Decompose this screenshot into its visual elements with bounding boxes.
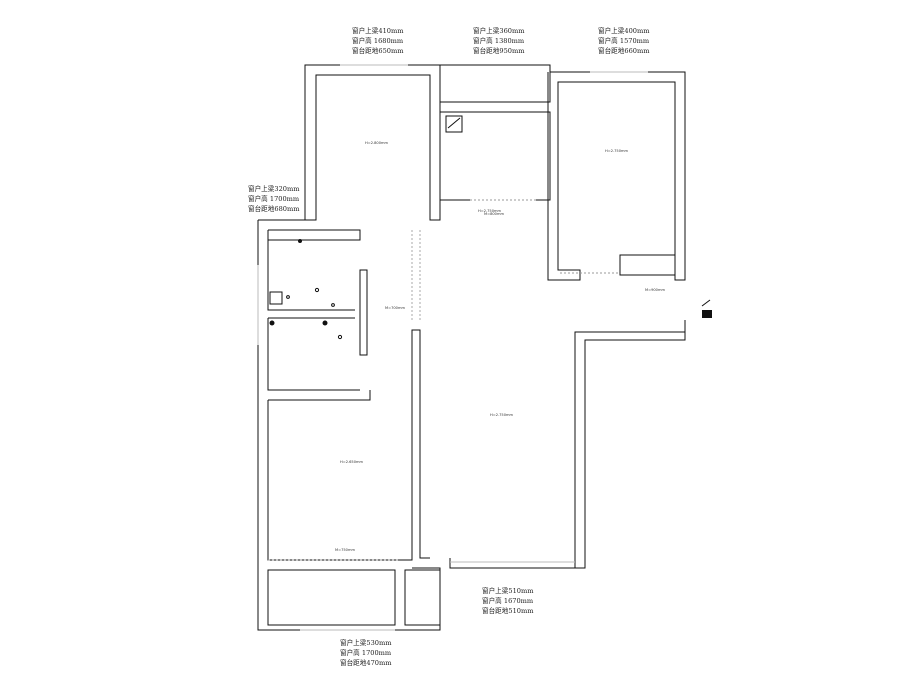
wall-partition [359,269,368,356]
note-line: 窗台距地950mm [473,47,525,55]
ceiling-label: H=2.650mm [340,460,364,464]
note-line: 窗台距地470mm [340,659,392,667]
window-note-bottom-right: 窗户上梁510mm 窗户高 1670mm 窗台距地510mm [482,586,533,616]
wall-bedroom3-top [268,390,371,401]
wall-living-right [574,320,686,569]
wall-kitchen-left [439,112,470,201]
wall-storage [404,569,441,626]
fixtures [269,115,463,340]
wall-balcony [267,569,396,626]
window-note-left: 窗户上梁320mm 窗户高 1700mm 窗台距地680mm [248,184,299,214]
wall-bath2 [267,317,360,391]
ceiling-label: H=2.750mm [605,149,629,153]
ceiling-label: H=2.800mm [365,141,389,145]
note-line: 窗户上梁320mm [248,185,300,193]
wall-bedroom3 [267,329,430,561]
walls [257,64,686,631]
note-line: 窗户高 1680mm [352,37,404,45]
window-note-top-right: 窗户上梁400mm 窗户高 1570mm 窗台距地660mm [598,26,649,56]
note-line: 窗户上梁510mm [482,587,534,595]
toilet-icon [269,291,283,305]
wall-left-outer [257,219,441,631]
note-line: 窗户高 1380mm [473,37,525,45]
wall-closet [619,254,676,276]
sink-detail-icon [447,117,461,129]
note-line: 窗户上梁360mm [473,27,525,35]
door-label: M=900mm [645,288,665,292]
drain-icon [298,239,302,243]
outlet-icon [337,334,343,340]
door-label: M=800mm [484,212,504,216]
outlet-icon [314,287,320,293]
drain-icon [322,320,328,326]
outlet-icon [286,295,290,299]
ceiling-labels: H=2.800mm H=2.750mm H=2.750mm H=2.650mm … [340,141,629,464]
note-line: 窗户上梁410mm [352,27,404,35]
note-line: 窗户上梁530mm [340,639,392,647]
wall-top-center [440,64,551,103]
corridor-opening [411,230,421,320]
wall-living-bottom [449,558,575,569]
door-labels: M=800mm M=700mm M=900mm M=750mm [335,212,665,552]
sink-icon [445,115,463,133]
note-line: 窗户高 1700mm [340,649,392,657]
wall-bath-top [268,229,361,241]
note-line: 窗台距地660mm [598,47,650,55]
note-line: 窗台距地650mm [352,47,404,55]
outlet-icon [331,303,335,307]
note-line: 窗台距地510mm [482,607,534,615]
ceiling-label: H=2.750mm [478,209,502,213]
wall-bedroom-right [547,71,686,281]
note-line: 窗户高 1700mm [248,195,300,203]
entrance-arrow-icon [701,299,712,318]
drain-icon [269,320,275,326]
door-label: M=750mm [335,548,355,552]
note-line: 窗台距地680mm [248,205,300,213]
wall-kitchen [440,111,551,201]
note-line: 窗户高 1670mm [482,597,534,605]
window-note-top-center: 窗户上梁360mm 窗户高 1380mm 窗台距地950mm [473,26,524,56]
note-line: 窗户高 1570mm [598,37,650,45]
door-label: M=700mm [385,306,405,310]
wall-bath-left [267,230,355,311]
note-line: 窗户上梁400mm [598,27,650,35]
window-note-bottom-left: 窗户上梁530mm 窗户高 1700mm 窗台距地470mm [340,638,391,668]
ceiling-label: H=2.750mm [490,413,514,417]
window-note-top-left: 窗户上梁410mm 窗户高 1680mm 窗台距地650mm [352,26,403,56]
